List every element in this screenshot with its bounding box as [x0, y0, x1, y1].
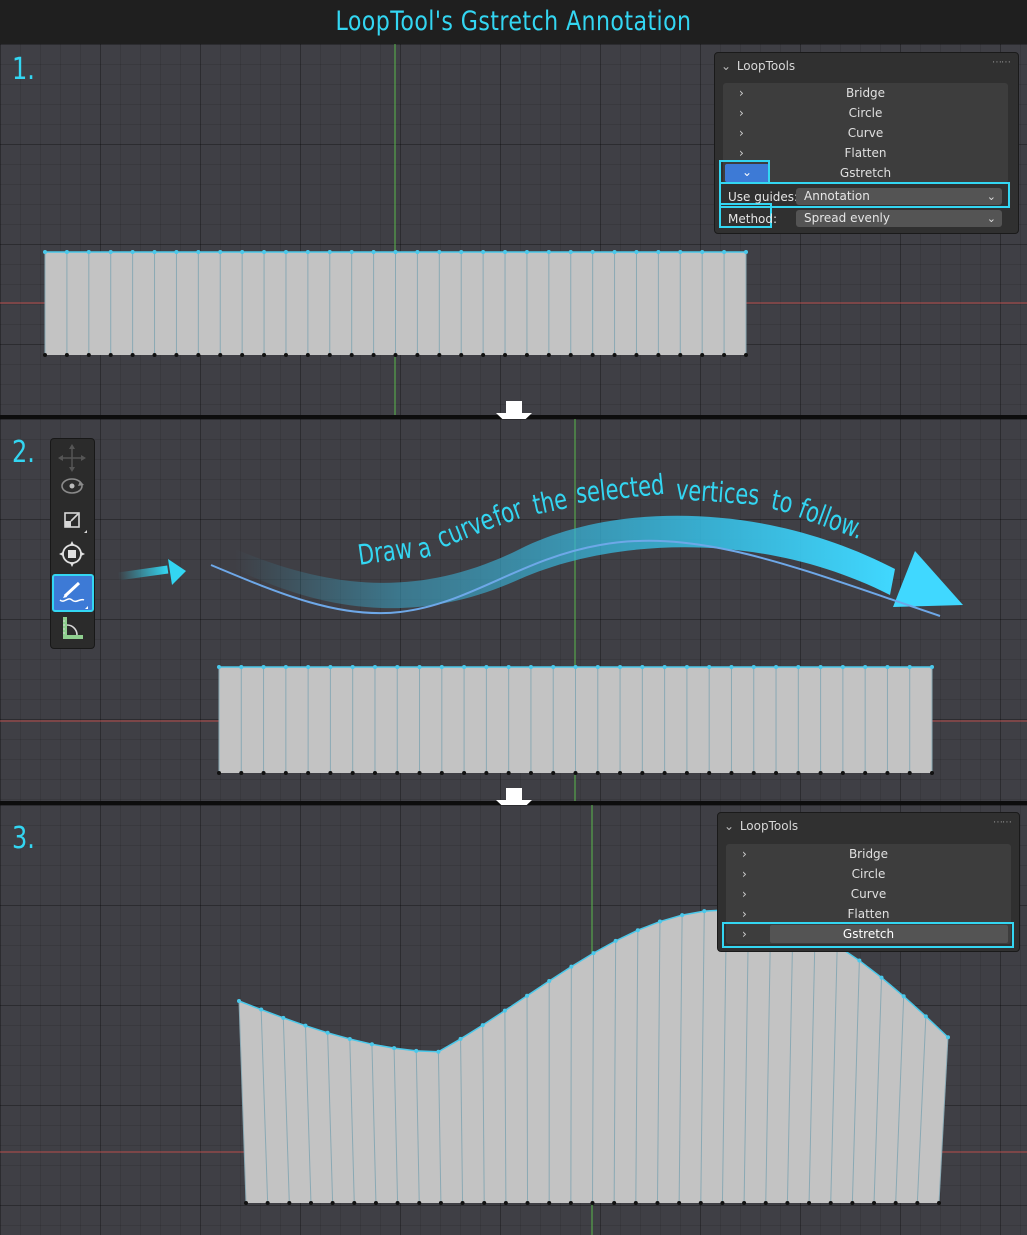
chevron-right-icon: › — [739, 106, 744, 120]
chevron-right-icon: › — [742, 907, 747, 921]
transform-icon[interactable] — [54, 537, 90, 571]
viewport-3-scene — [0, 805, 1027, 1235]
rotate-icon[interactable] — [54, 469, 90, 503]
scale-icon[interactable] — [54, 503, 90, 537]
viewport-step-1[interactable]: 1. ⌄ LoopTools ⋯⋯ › Bridge › Circle › Cu… — [0, 44, 1027, 415]
chevron-right-icon: › — [742, 867, 747, 881]
drag-handle-icon[interactable]: ⋯⋯ — [993, 817, 1012, 828]
looptools-panel[interactable]: ⌄ LoopTools ⋯⋯ › Bridge › Circle › Curve… — [717, 812, 1020, 952]
chevron-right-icon: › — [739, 146, 744, 160]
move-icon[interactable] — [54, 441, 90, 475]
tool-item-bridge[interactable]: › Bridge — [726, 844, 1011, 864]
annotate-icon[interactable] — [52, 574, 94, 612]
chevron-down-icon: ⌄ — [724, 819, 735, 833]
chevron-right-icon: › — [742, 887, 747, 901]
down-arrow-icon — [496, 788, 532, 817]
gstretch-expand-button[interactable]: ⌄ — [725, 164, 769, 182]
gstretch-button-bg — [770, 925, 1008, 943]
method-dropdown[interactable]: Spread evenly ⌄ — [796, 210, 1002, 227]
method-label: Method: — [728, 212, 778, 226]
page-title: LoopTool's Gstretch Annotation — [335, 6, 692, 37]
title-bar: LoopTool's Gstretch Annotation — [0, 0, 1027, 44]
callout-word: the — [529, 482, 571, 522]
ribbon-arrow — [235, 515, 895, 609]
chevron-down-icon: ⌄ — [986, 212, 996, 225]
tool-item-bridge[interactable]: › Bridge — [723, 83, 1008, 103]
gstretch-options: Use guides: Annotation ⌄ Method: Spread … — [714, 182, 1017, 232]
gstretch-highlight — [722, 922, 1014, 948]
looptools-tool-list: › Bridge › Circle › Curve › Flatten › Gs… — [726, 844, 1011, 944]
viewport-step-2[interactable]: 2. Draw a curve for the selected vertice… — [0, 419, 1027, 801]
annotation-curve — [210, 539, 941, 617]
looptools-tool-list: › Bridge › Circle › Curve › Flatten ⌄ Gs… — [723, 83, 1008, 183]
chevron-right-icon: › — [742, 927, 747, 941]
tool-item-curve[interactable]: › Curve — [723, 123, 1008, 143]
tool-item-gstretch[interactable]: › Gstretch — [726, 924, 1011, 944]
tool-item-circle[interactable]: › Circle — [723, 103, 1008, 123]
use-guides-dropdown[interactable]: Annotation ⌄ — [796, 188, 1002, 205]
tool-shelf — [50, 438, 95, 649]
viewport-step-3[interactable]: 3. ⌄ LoopTools ⋯⋯ › Bridge › Circle › Cu… — [0, 805, 1027, 1235]
step-number-1: 1. — [12, 52, 35, 87]
measure-icon[interactable] — [54, 611, 90, 645]
use-guides-label: Use guides: — [728, 190, 799, 204]
chevron-down-icon: ⌄ — [721, 59, 732, 73]
down-arrow-icon — [496, 401, 532, 430]
tool-item-curve[interactable]: › Curve — [726, 884, 1011, 904]
ribbon-arrow-head — [893, 551, 963, 607]
tool-item-circle[interactable]: › Circle — [726, 864, 1011, 884]
looptools-header[interactable]: ⌄ LoopTools — [721, 57, 795, 75]
gstretch-arrow-highlight — [719, 160, 770, 184]
tool-item-gstretch[interactable]: ⌄ Gstretch — [723, 163, 1008, 183]
drag-handle-icon[interactable]: ⋯⋯ — [992, 57, 1011, 68]
chevron-down-icon: ⌄ — [986, 190, 996, 203]
use-guides-highlight — [719, 182, 1010, 208]
looptools-header[interactable]: ⌄ LoopTools — [724, 817, 798, 835]
callout-word: vertices — [674, 473, 761, 512]
step-number-3: 3. — [12, 821, 35, 856]
tool-item-flatten[interactable]: › Flatten — [726, 904, 1011, 924]
expand-highlight — [719, 203, 772, 228]
looptools-title: LoopTools — [739, 819, 799, 833]
tool-item-flatten[interactable]: › Flatten — [723, 143, 1008, 163]
viewport-1-scene — [0, 44, 1027, 415]
step-number-2: 2. — [12, 435, 35, 470]
viewport-2-scene — [0, 419, 1027, 801]
chevron-right-icon: › — [739, 126, 744, 140]
chevron-right-icon: › — [742, 847, 747, 861]
chevron-right-icon: › — [739, 86, 744, 100]
looptools-title: LoopTools — [736, 59, 796, 73]
